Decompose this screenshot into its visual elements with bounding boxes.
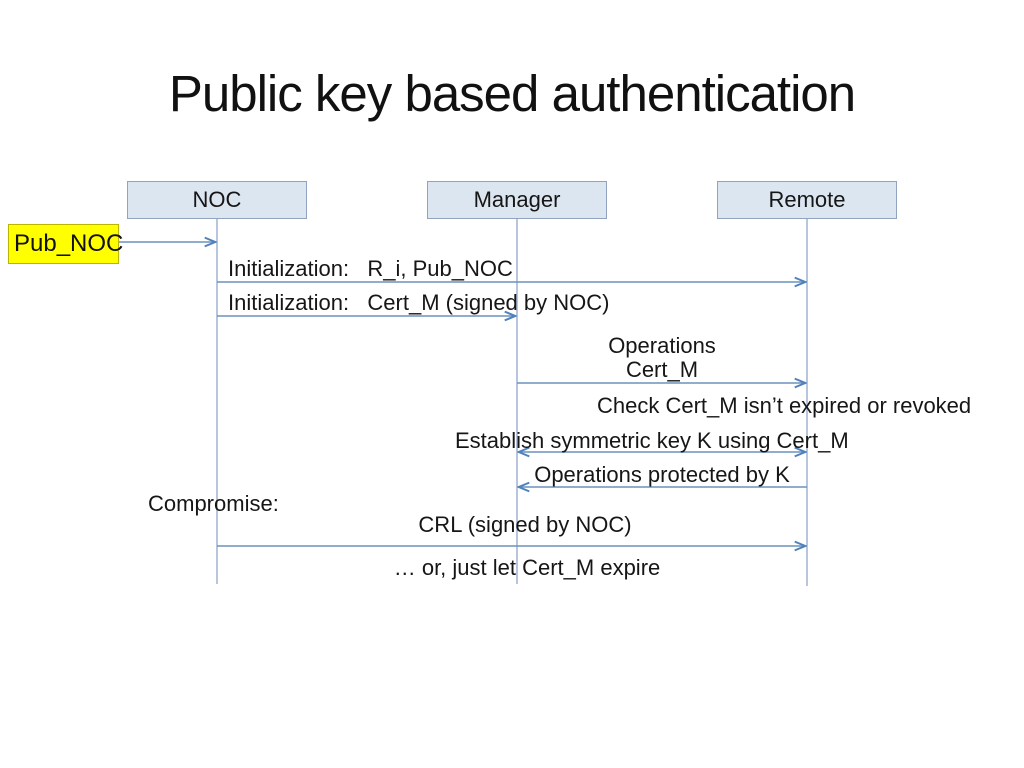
label-crl: CRL (signed by NOC) xyxy=(418,512,632,537)
label-init-cert-m: Initialization: Cert_M (signed by NOC) xyxy=(228,290,610,315)
label-cert-m-expire: … or, just let Cert_M expire xyxy=(393,555,661,580)
actor-label-noc: NOC xyxy=(192,187,242,212)
label-operations: Operations xyxy=(608,333,716,358)
actor-box-remote: Remote xyxy=(717,181,897,219)
actor-label-manager: Manager xyxy=(473,187,561,212)
label-init-r-i: Initialization: R_i, Pub_NOC xyxy=(228,256,513,281)
note-pub-noc-label: Pub_NOC xyxy=(14,230,124,257)
actor-box-manager: Manager xyxy=(427,181,607,219)
slide-title: Public key based authentication xyxy=(168,65,856,122)
label-operations-protected: Operations protected by K xyxy=(534,462,790,487)
label-compromise: Compromise: xyxy=(148,491,279,516)
actor-label-remote: Remote xyxy=(768,187,846,212)
actor-box-noc: NOC xyxy=(127,181,307,219)
label-check-cert-m: Check Cert_M isn’t expired or revoked xyxy=(597,393,972,418)
label-operations-cert-m: Cert_M xyxy=(625,357,699,382)
note-pub-noc: Pub_NOC xyxy=(8,224,123,264)
label-establish-key: Establish symmetric key K using Cert_M xyxy=(455,428,849,453)
